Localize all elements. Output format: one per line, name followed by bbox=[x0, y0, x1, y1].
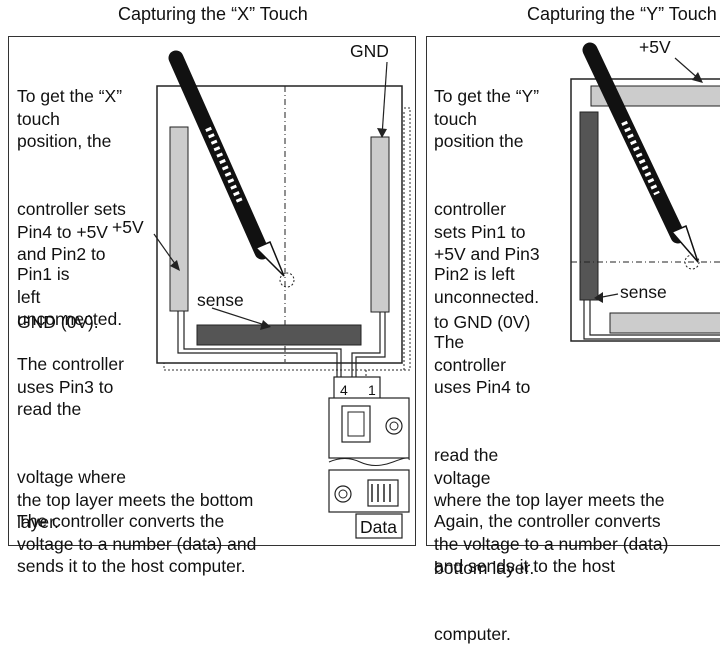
x-sense-bar bbox=[196, 324, 362, 346]
y-top-electrode bbox=[590, 85, 720, 107]
x-pin-4-label: 4 bbox=[340, 382, 348, 398]
x-touch-diagram bbox=[153, 50, 411, 539]
y-sense-bar bbox=[579, 111, 599, 301]
y-stylus bbox=[582, 42, 700, 270]
x-gnd-label: GND bbox=[350, 41, 389, 61]
y-5v-label: +5V bbox=[639, 37, 671, 57]
x-touch-title: Capturing the “X” Touch bbox=[118, 4, 308, 24]
y-bottom-electrode bbox=[609, 312, 720, 334]
x-sense-label: sense bbox=[197, 290, 244, 310]
x-pin-1-label: 1 bbox=[368, 382, 376, 398]
y-sense-label: sense bbox=[620, 282, 667, 302]
x-touch-panel-square bbox=[156, 85, 403, 364]
x-stylus bbox=[168, 50, 295, 288]
x-data-box bbox=[355, 513, 403, 539]
x-5v-label: +5V bbox=[112, 217, 144, 237]
x-data-label: Data bbox=[360, 517, 397, 537]
y-touch-diagram bbox=[570, 42, 720, 342]
y-touch-title: Capturing the “Y” Touch bbox=[527, 4, 717, 24]
